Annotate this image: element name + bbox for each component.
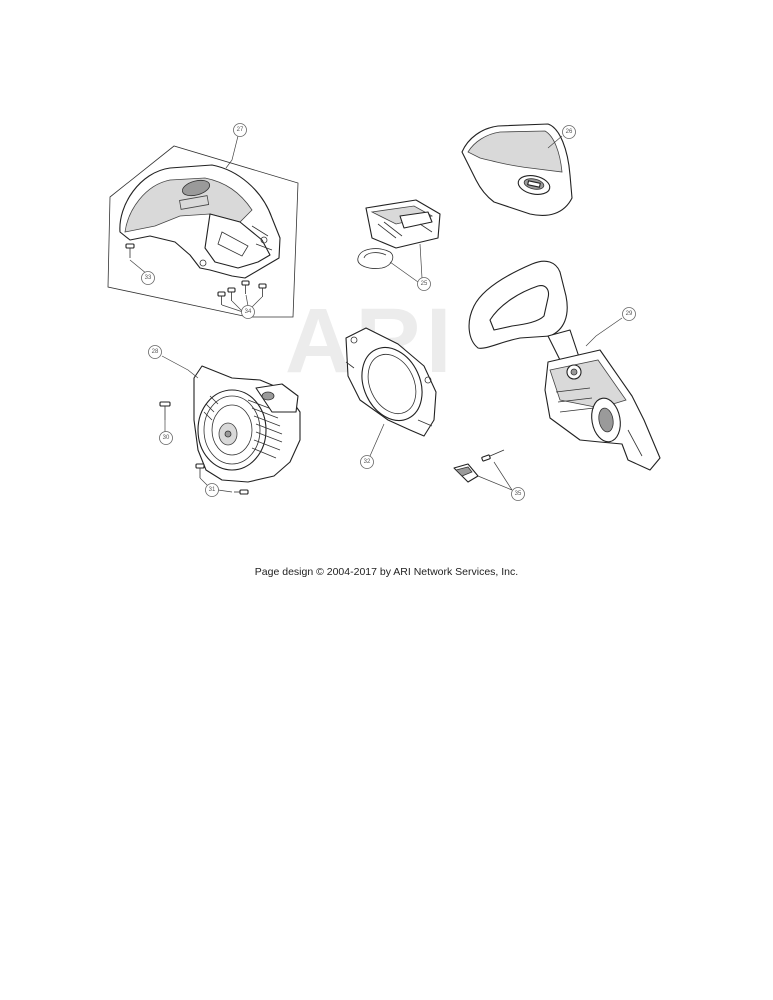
callout-28-label: 28 xyxy=(152,349,159,355)
callout-29: 29 xyxy=(622,307,636,321)
starter-vents xyxy=(203,395,283,459)
callout-31-label: 31 xyxy=(209,487,216,493)
callout-34-label: 34 xyxy=(245,309,252,315)
callout-30: 30 xyxy=(159,431,173,445)
callout-35-label: 35 xyxy=(515,491,522,497)
callout-27: 27 xyxy=(233,123,247,137)
callout-30-label: 30 xyxy=(163,435,170,441)
callout-29-label: 29 xyxy=(626,311,633,317)
part-27-cover-shape xyxy=(119,164,281,279)
callout-25: 25 xyxy=(417,277,431,291)
callout-33: 33 xyxy=(141,271,155,285)
part-32-shroud xyxy=(345,327,437,457)
callout-26: 26 xyxy=(562,125,576,139)
callout-33-label: 33 xyxy=(145,275,152,281)
callout-34: 34 xyxy=(241,305,255,319)
callout-27-label: 27 xyxy=(237,127,244,133)
part-26-cover xyxy=(461,123,573,216)
callout-28: 28 xyxy=(148,345,162,359)
part-30-screw xyxy=(159,401,171,432)
part-28-starter-housing xyxy=(161,355,301,483)
part-33-screw xyxy=(125,243,135,258)
callout-25-label: 25 xyxy=(421,281,428,287)
callout-26-label: 26 xyxy=(566,129,573,135)
part-25-air-filter xyxy=(357,199,441,283)
callout-32-label: 32 xyxy=(364,459,371,465)
part-27-top-cover-group xyxy=(107,135,299,318)
part-29-hand-guard xyxy=(468,260,661,471)
callout-31: 31 xyxy=(205,483,219,497)
part-31-screws xyxy=(195,463,249,495)
part-35-screws xyxy=(217,280,267,305)
callout-32: 32 xyxy=(360,455,374,469)
callout-35: 35 xyxy=(511,487,525,501)
part-27-bounding-box xyxy=(107,145,299,318)
copyright-footer: Page design © 2004-2017 by ARI Network S… xyxy=(254,566,519,578)
part-35-bracket xyxy=(453,449,513,491)
